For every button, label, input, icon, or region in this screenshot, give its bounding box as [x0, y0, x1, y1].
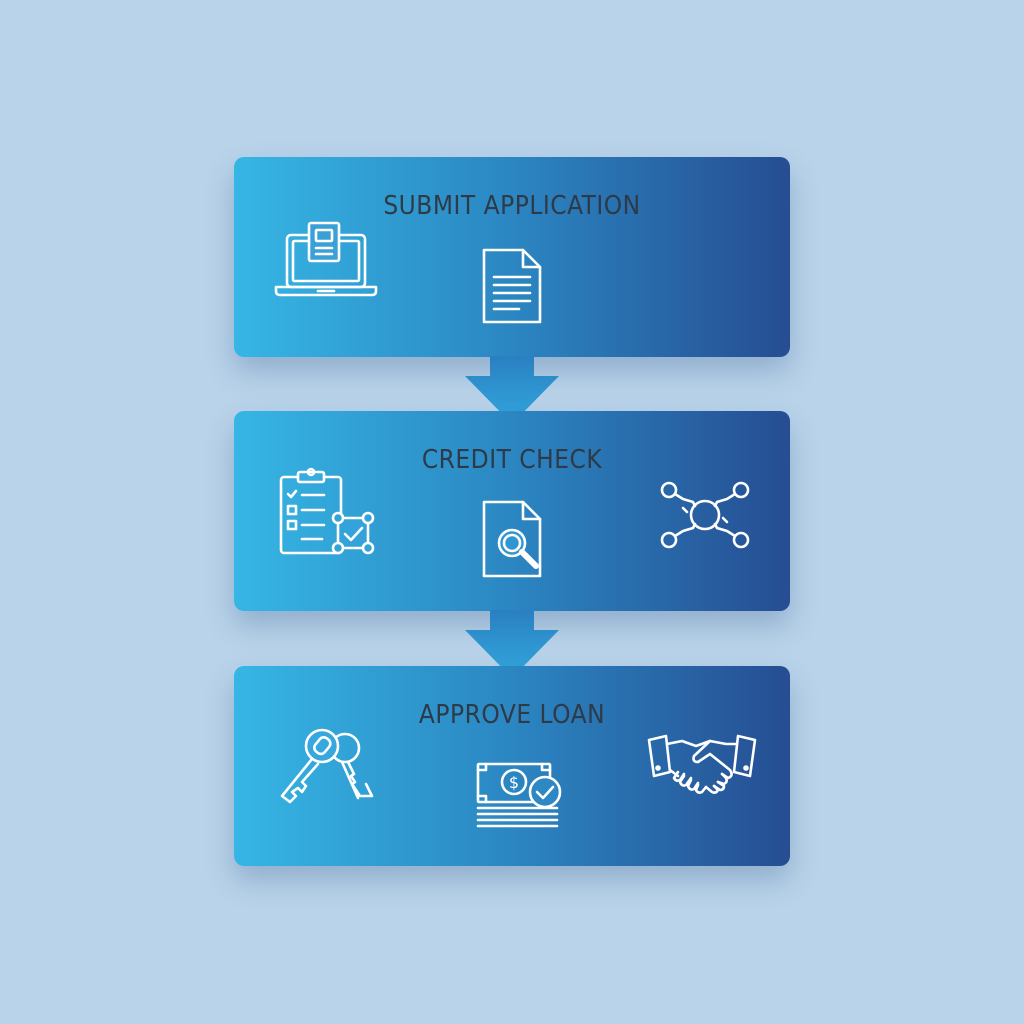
step-title: SUBMIT APPLICATION [383, 191, 641, 221]
keys-icon [278, 726, 378, 808]
document-icon [481, 247, 543, 325]
flow-arrow-down [465, 610, 559, 678]
step-title: APPROVE LOAN [418, 700, 606, 730]
money-approved-icon: $ [475, 760, 565, 830]
handshake-icon [646, 732, 758, 804]
checklist-clipboard-icon [278, 467, 378, 556]
step-approve-loan: APPROVE LOAN $ [234, 666, 790, 866]
step-submit-application: SUBMIT APPLICATION [234, 157, 790, 357]
step-title: CREDIT CHECK [421, 445, 603, 475]
document-search-icon [481, 499, 547, 579]
step-credit-check: CREDIT CHECK [234, 411, 790, 611]
network-nodes-icon [657, 478, 753, 552]
laptop-form-icon [274, 221, 378, 301]
svg-text:$: $ [509, 773, 519, 792]
flow-arrow-down [465, 356, 559, 424]
